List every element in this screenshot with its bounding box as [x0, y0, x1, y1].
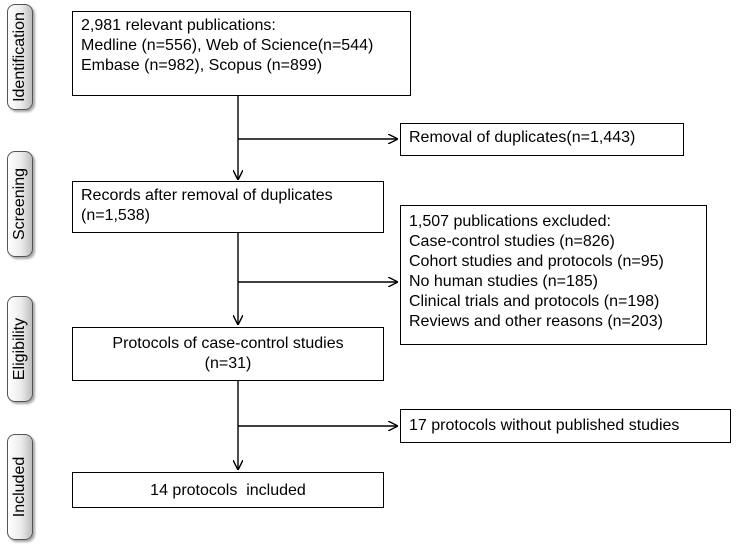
box-excluded-line: 1,507 publications excluded: [409, 213, 611, 230]
box-excluded-line: Reviews and other reasons (n=203) [409, 313, 663, 330]
phase-identification: Identification [7, 4, 33, 110]
box-excluded-line: Cohort studies and protocols (n=95) [409, 253, 664, 270]
box-initial-line: 2,981 relevant publications: [81, 17, 276, 34]
phase-eligibility: Eligibility [7, 296, 33, 402]
box-initial-line: Embase (n=982), Scopus (n=899) [81, 57, 323, 74]
box-excluded-line: Case-control studies (n=826) [409, 233, 615, 250]
box-included-line: 14 protocols included [150, 482, 306, 499]
box-excluded: 1,507 publications excluded: Case-contro… [400, 205, 707, 345]
box-duplicates-line: Removal of duplicates(n=1,443) [409, 129, 636, 146]
box-excluded-line: No human studies (n=185) [409, 273, 598, 290]
box-duplicates-removed: Removal of duplicates(n=1,443) [400, 123, 684, 156]
box-excluded-line: Clinical trials and protocols (n=198) [409, 293, 660, 310]
box-protocols-line: Protocols of case-control studies [112, 335, 344, 352]
box-no-published-line: 17 protocols without published studies [409, 417, 680, 434]
box-initial-publications: 2,981 relevant publications: Medline (n=… [72, 11, 411, 96]
phase-screening: Screening [7, 151, 33, 257]
box-after-duplicates-line: (n=1,538) [81, 207, 150, 224]
box-after-duplicates-line: Records after removal of duplicates [81, 187, 333, 204]
phase-included: Included [7, 434, 33, 540]
box-protocols: Protocols of case-control studies (n=31) [72, 327, 384, 381]
box-included: 14 protocols included [72, 472, 384, 508]
box-no-published: 17 protocols without published studies [400, 409, 731, 443]
box-after-duplicates: Records after removal of duplicates (n=1… [72, 181, 384, 233]
box-protocols-line: (n=31) [204, 355, 252, 372]
box-initial-line: Medline (n=556), Web of Science(n=544) [81, 37, 374, 54]
